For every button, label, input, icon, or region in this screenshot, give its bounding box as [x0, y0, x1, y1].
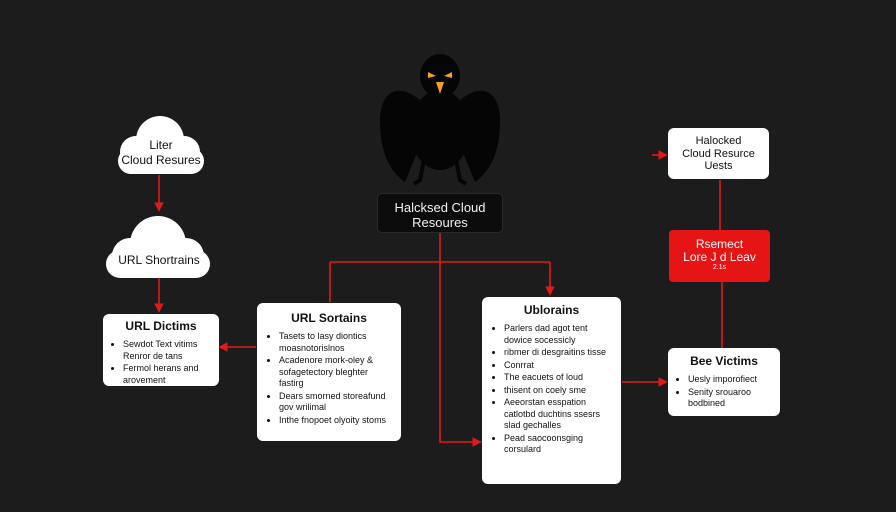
cloud-mid-label: URL Shortrains — [104, 253, 214, 268]
list-item: thisent on coely sme — [504, 385, 613, 397]
bee-box: Bee Victims Uesly imporofiect Senity sro… — [668, 348, 780, 416]
ublorains-box: Ublorains Parlers dad agot tent dowice s… — [482, 297, 621, 484]
top-right-box: Halocked Cloud Resurce Uests — [668, 128, 769, 179]
victims-box: URL Dictims Sewdot Text vitims Renror de… — [103, 314, 219, 386]
top-right-line2: Cloud Resurce — [682, 147, 755, 160]
bee-box-list: Uesly imporofiect Senity srouaroo bodbin… — [674, 374, 774, 410]
list-item: Inthe fnopoet olyoity stoms — [279, 415, 393, 427]
list-item: Tasets to lasy diontics moasnotorislnos — [279, 331, 393, 354]
list-item: Conrrat — [504, 360, 613, 372]
list-item: Senity srouaroo bodbined — [688, 387, 774, 410]
ublorains-box-list: Parlers dad agot tent dowice socessicly … — [490, 323, 613, 456]
cloud-icon — [106, 216, 210, 278]
list-item: Dears smorned storeafund gov wrilimal — [279, 391, 393, 414]
alert-box: Rsemect Lore J d Leav 2.1s — [669, 230, 770, 282]
victims-box-title: URL Dictims — [125, 319, 197, 333]
list-item: Sewdot Text vitims Renror de tans — [123, 339, 213, 362]
sortains-box-title: URL Sortains — [291, 311, 367, 325]
top-right-line1: Halocked — [695, 135, 742, 147]
top-right-line3: Uests — [704, 160, 733, 172]
center-label-line2: Resoures — [412, 215, 468, 230]
sortains-box-list: Tasets to lasy diontics moasnotorislnos … — [265, 331, 393, 426]
cloud-top-label: Liter Cloud Resures — [118, 138, 204, 168]
list-item: Acadenore mork-oley & sofagetectory bleg… — [279, 355, 393, 390]
list-item: The eacuets of loud — [504, 372, 613, 384]
alert-line2: Lore J d Leav — [683, 250, 756, 264]
list-item: ribmer di desgraitins tisse — [504, 347, 613, 359]
center-label-line1: Halcksed Cloud — [394, 200, 486, 215]
cloud-top-line1: Liter — [149, 138, 173, 152]
ublorains-box-title: Ublorains — [523, 303, 580, 317]
cloud-top-line2: Cloud Resures — [121, 153, 201, 167]
list-item: Fermol herans and arovement — [123, 363, 213, 386]
victims-box-list: Sewdot Text vitims Renror de tans Fermol… — [109, 339, 213, 386]
alert-line3: 2.1s — [712, 264, 727, 271]
alert-line1: Rsemect — [695, 237, 744, 251]
bee-box-title: Bee Victims — [690, 354, 758, 368]
black-bird-icon — [380, 54, 500, 186]
edge-center-to-ublorains — [439, 262, 482, 447]
list-item: Pead saocoonsging corsulard — [504, 433, 613, 456]
list-item: Uesly imporofiect — [688, 374, 774, 386]
list-item: Parlers dad agot tent dowice socessicly — [504, 323, 613, 346]
cloud-mid-line1: URL Shortrains — [118, 253, 200, 267]
bird-eyes — [428, 72, 452, 94]
list-item: Aeeorstan esspation catlotbd duchtins ss… — [504, 397, 613, 432]
sortains-box: URL Sortains Tasets to lasy diontics moa… — [257, 303, 401, 441]
center-label: Halcksed Cloud Resoures — [377, 193, 503, 233]
cloud-icon — [118, 116, 204, 174]
